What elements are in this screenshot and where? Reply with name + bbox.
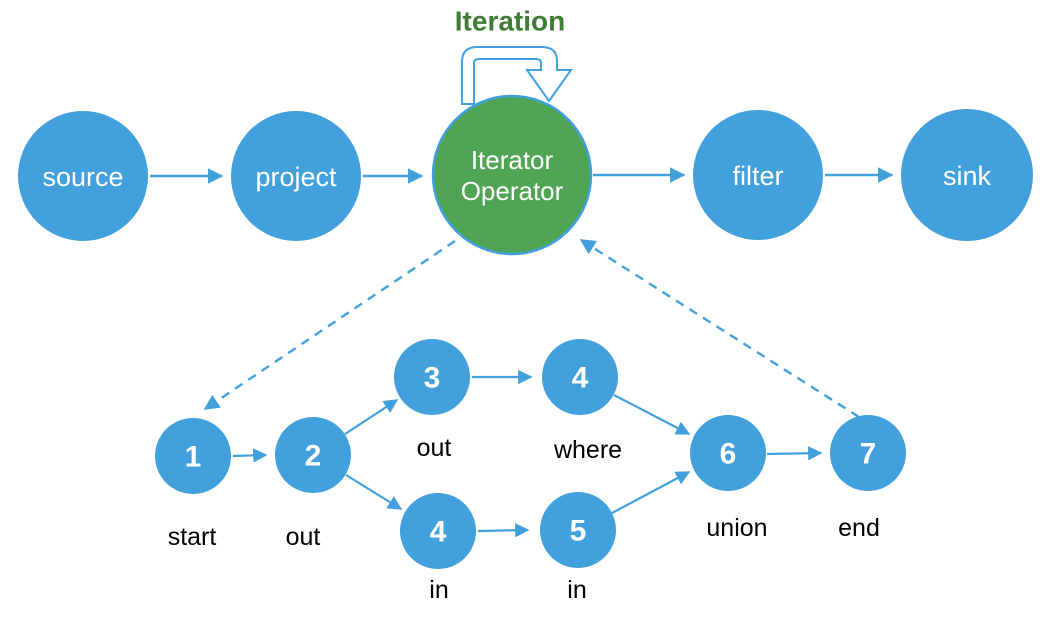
subgraph-node-3: 3 out (394, 339, 470, 462)
edge-2-4in (345, 474, 403, 510)
edge-5-6 (611, 471, 691, 514)
node-6-caption: union (706, 514, 767, 542)
node-1-caption: start (168, 523, 217, 551)
node-5-caption: in (567, 576, 586, 604)
node-6-number: 6 (720, 438, 737, 471)
dashed-edge-end-to-iterator (579, 238, 860, 419)
iterator-label-line2: Operator (461, 176, 564, 206)
node-sink: sink (901, 109, 1033, 241)
node-4where-caption: where (553, 436, 622, 464)
sink-label: sink (943, 161, 992, 191)
node-2-number: 2 (305, 440, 322, 473)
node-project: project (231, 111, 361, 241)
edge-1-2 (232, 448, 268, 463)
edge-4in-5 (477, 523, 530, 538)
source-label: source (42, 162, 123, 192)
edge-4where-6 (613, 394, 691, 435)
iteration-label: Iteration (455, 6, 565, 37)
subgraph-node-7: 7 end (830, 415, 906, 542)
node-5-circle (540, 492, 616, 568)
sink-circle (901, 109, 1033, 241)
dashed-edge-iterator-to-start (203, 240, 456, 410)
iterator-operator-circle (431, 94, 593, 256)
iterator-label-line1: Iterator (471, 145, 554, 175)
pipeline-edges (150, 167, 894, 184)
node-7-circle (830, 415, 906, 491)
node-5-number: 5 (570, 515, 587, 548)
node-4in-number: 4 (430, 516, 447, 549)
node-4in-circle (400, 493, 476, 569)
iteration-loop-arrow-icon (461, 46, 573, 105)
node-3-caption: out (417, 434, 452, 462)
node-6-circle (690, 415, 766, 491)
node-7-number: 7 (860, 438, 877, 471)
edge-6-7 (766, 446, 823, 461)
edge-2-3 (344, 399, 399, 435)
node-1-circle (155, 418, 231, 494)
node-iterator-operator: Iterator Operator (431, 94, 593, 256)
filter-label: filter (732, 161, 783, 191)
source-circle (18, 111, 148, 241)
node-filter: filter (693, 110, 823, 240)
node-7-caption: end (838, 514, 880, 542)
project-circle (231, 111, 361, 241)
node-3-number: 3 (424, 362, 441, 395)
subgraph-edges (232, 369, 823, 538)
filter-circle (693, 110, 823, 240)
subgraph-node-1: 1 start (155, 418, 231, 551)
subgraph-node-2: 2 out (275, 417, 351, 551)
subgraph-node-5: 5 in (540, 492, 616, 604)
subgraph-node-6: 6 union (690, 415, 768, 542)
node-4where-number: 4 (572, 362, 589, 395)
project-label: project (255, 162, 337, 192)
node-4where-circle (542, 339, 618, 415)
subgraph-node-4-in: 4 in (400, 493, 476, 604)
subgraph-node-4-where: 4 where (542, 339, 622, 464)
node-2-caption: out (286, 523, 321, 551)
node-source: source (18, 111, 148, 241)
node-1-number: 1 (185, 441, 202, 474)
node-2-circle (275, 417, 351, 493)
node-4in-caption: in (429, 576, 448, 604)
node-3-circle (394, 339, 470, 415)
